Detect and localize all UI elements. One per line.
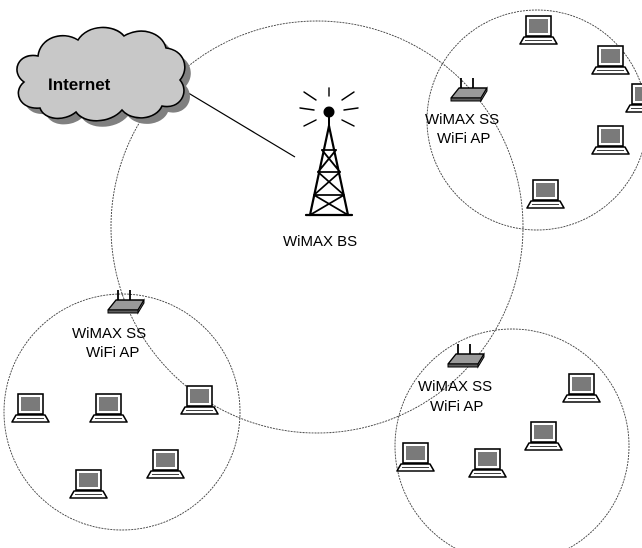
cell-label-line2: WiFi AP xyxy=(86,344,139,361)
laptop-icon xyxy=(180,385,219,415)
laptop-icon xyxy=(11,393,50,423)
cell-top-right: WiMAX SS WiFi AP xyxy=(425,15,642,209)
base-station-label: WiMAX BS xyxy=(283,233,357,250)
laptop-icon xyxy=(524,421,563,451)
internet-cloud-icon: Internet xyxy=(16,26,191,127)
cell-coverage-circle-top-right xyxy=(426,9,642,231)
laptop-icon xyxy=(591,125,630,155)
wifi-access-point-icon xyxy=(450,77,488,102)
cell-label-line2: WiFi AP xyxy=(437,130,490,147)
wifi-access-point-icon xyxy=(107,289,145,314)
cell-coverage-circle-bottom-right xyxy=(394,328,630,548)
laptop-icon xyxy=(89,393,128,423)
cell-label-line1: WiMAX SS xyxy=(418,378,492,395)
laptop-icon xyxy=(146,449,185,479)
internet-backhaul-link xyxy=(174,84,296,158)
laptop-icon xyxy=(526,179,565,209)
internet-label: Internet xyxy=(48,75,111,94)
cell-label-line1: WiMAX SS xyxy=(425,111,499,128)
laptop-icon xyxy=(562,373,601,403)
cell-coverage-circle-bottom-left xyxy=(3,293,241,531)
cell-bottom-right: WiMAX SS WiFi AP xyxy=(396,343,601,478)
cell-label-line2: WiFi AP xyxy=(430,398,483,415)
laptop-icon xyxy=(519,15,558,45)
wifi-access-point-icon xyxy=(447,343,485,368)
bs-coverage-circle xyxy=(110,20,524,434)
laptop-icon xyxy=(591,45,630,75)
laptop-icon xyxy=(468,448,507,478)
laptop-icon xyxy=(396,442,435,472)
laptop-icon xyxy=(69,469,108,499)
cell-label-line1: WiMAX SS xyxy=(72,325,146,342)
laptop-icon-partial xyxy=(625,83,642,113)
wimax-tower-icon xyxy=(299,87,359,217)
cell-bottom-left: WiMAX SS WiFi AP xyxy=(11,289,219,499)
